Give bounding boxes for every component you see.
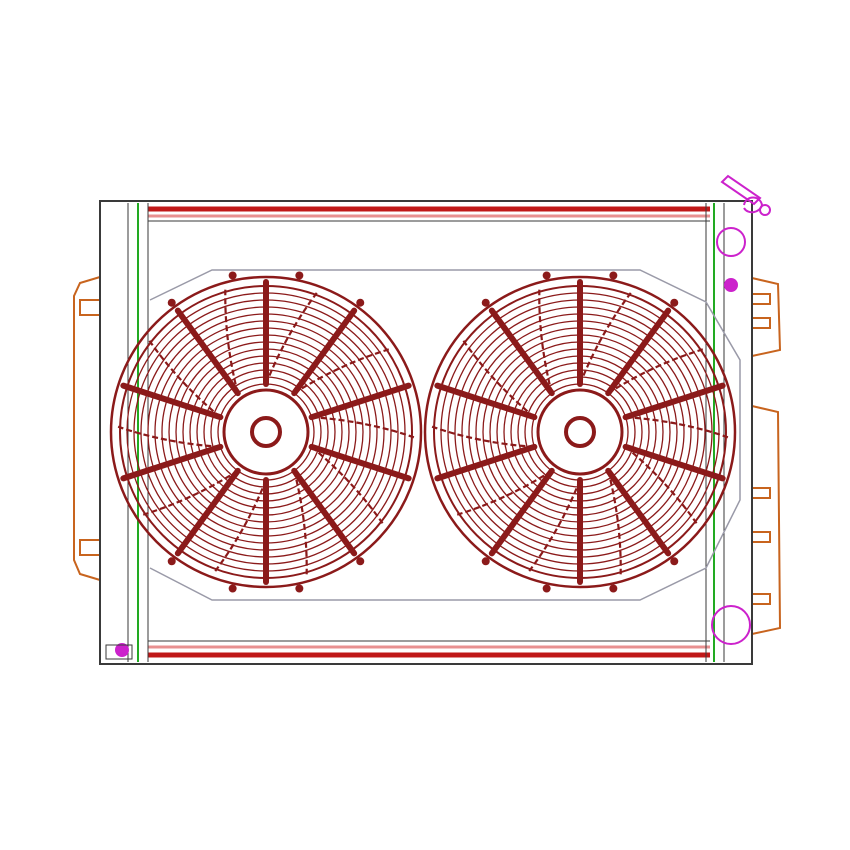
- fan-motor-shaft: [250, 416, 282, 448]
- right-tank: [713, 203, 725, 662]
- fan-housing: [109, 275, 423, 589]
- drain-plug: [724, 278, 738, 292]
- fan-right: [423, 271, 737, 593]
- fan-blades: [117, 279, 415, 585]
- left-mount-bracket: [73, 276, 101, 581]
- fan-mount-tabs: [481, 271, 679, 593]
- right-mount-brackets: [751, 277, 782, 635]
- petcock: [105, 643, 133, 660]
- fan-motor-shaft: [564, 416, 596, 448]
- fan-assemblies: [109, 271, 737, 593]
- filler-cap: [720, 174, 771, 216]
- radiator-core: [147, 203, 710, 662]
- upper-outlet: [716, 227, 746, 257]
- fan-left: [109, 271, 423, 593]
- fan-mount-tabs: [167, 271, 365, 593]
- lower-outlet: [711, 605, 751, 645]
- fan-housing: [423, 275, 737, 589]
- fan-blades: [431, 279, 729, 585]
- fan-shroud: [149, 269, 741, 601]
